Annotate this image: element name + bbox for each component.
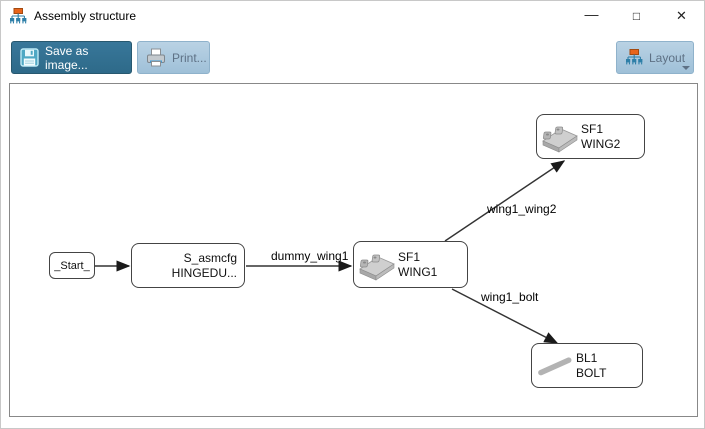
node-wing2-line1: SF1	[581, 121, 604, 136]
edge-label-wing1-wing2: wing1_wing2	[487, 202, 557, 216]
minimize-button[interactable]: —	[584, 6, 599, 22]
node-start[interactable]: _Start_	[49, 252, 95, 279]
node-asmcfg-line2: HINGEDU...	[171, 265, 237, 280]
titlebar: Assembly structure — □ ✕	[1, 1, 704, 31]
node-wing1-line2: WING1	[398, 264, 438, 279]
assembly-tree-icon	[10, 7, 27, 23]
node-bolt-line2: BOLT	[576, 365, 607, 380]
node-asmcfg[interactable]: S_asmcfg HINGEDU...	[131, 243, 245, 288]
edge-wing1-wing2	[444, 160, 566, 242]
wing-part-icon	[537, 119, 581, 155]
floppy-disk-icon	[20, 48, 39, 67]
print-label: Print...	[172, 50, 207, 65]
diagram-edges	[95, 160, 566, 344]
save-as-image-button[interactable]: Save as image...	[11, 41, 132, 74]
node-bolt-line1: BL1	[576, 350, 598, 365]
toolbar: Save as image... Print...	[1, 31, 704, 81]
node-wing2[interactable]: SF1 WING2	[536, 114, 645, 159]
save-as-image-label: Save as image...	[45, 43, 89, 72]
window-title: Assembly structure	[34, 9, 137, 23]
maximize-button[interactable]: □	[632, 9, 641, 23]
printer-icon	[146, 48, 166, 67]
wing-part-icon	[354, 247, 398, 283]
layout-button[interactable]: Layout	[616, 41, 694, 74]
diagram-canvas: _Start_ S_asmcfg HINGEDU...	[9, 83, 698, 417]
node-start-label: _Start_	[54, 259, 90, 272]
edge-label-dummy-wing1: dummy_wing1	[271, 249, 349, 263]
layout-tree-icon	[625, 49, 643, 66]
bolt-part-icon	[532, 348, 576, 384]
node-wing1-line1: SF1	[398, 249, 421, 264]
node-wing1[interactable]: SF1 WING1	[353, 241, 468, 288]
node-wing2-line2: WING2	[581, 136, 621, 151]
close-button[interactable]: ✕	[676, 8, 687, 23]
node-asmcfg-line1: S_asmcfg	[183, 250, 237, 265]
print-button[interactable]: Print...	[137, 41, 210, 74]
edge-label-wing1-bolt: wing1_bolt	[481, 290, 539, 304]
node-bolt[interactable]: BL1 BOLT	[531, 343, 643, 388]
edge-wing1-bolt	[451, 288, 559, 344]
layout-label: Layout	[649, 50, 686, 65]
dropdown-arrow-icon	[682, 66, 690, 70]
